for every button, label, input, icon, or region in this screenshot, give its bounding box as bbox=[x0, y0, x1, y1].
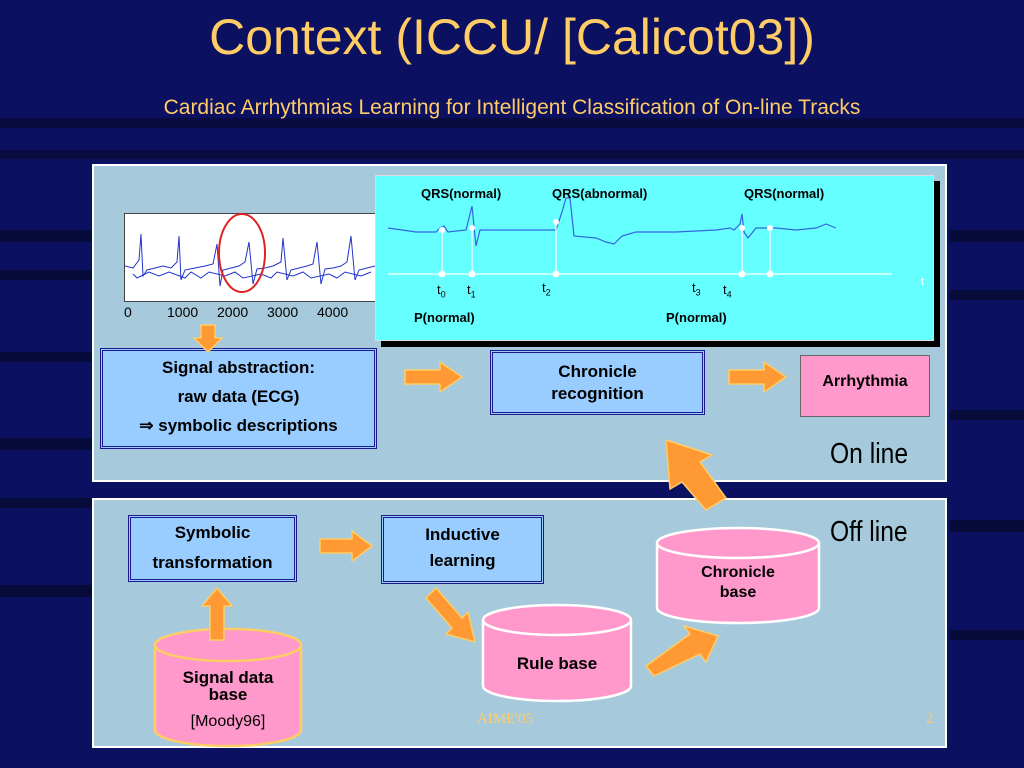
signal-data-base-label: Signal data base bbox=[182, 668, 274, 704]
footer-page-number: 2 bbox=[926, 711, 934, 727]
signal-abstraction-line1: Signal abstraction: bbox=[161, 358, 316, 377]
waveform-lines bbox=[387, 197, 892, 278]
inductive-learning-box: Inductive learning bbox=[381, 515, 544, 584]
symbolic-transformation-line2: transformation bbox=[152, 553, 273, 572]
slide-subtitle: Cardiac Arrhythmias Learning for Intelli… bbox=[163, 96, 861, 119]
arrow-rulebase-to-chroniclebase bbox=[644, 624, 720, 677]
inductive-learning-line1: Inductive bbox=[425, 525, 500, 544]
arrhythmia-label: Arrhythmia bbox=[822, 373, 908, 390]
arrow-chroniclebase-to-recognition bbox=[665, 438, 728, 511]
offline-label: Off line bbox=[830, 516, 908, 548]
arrhythmia-box: Arrhythmia bbox=[800, 355, 930, 417]
online-label: On line bbox=[830, 438, 909, 470]
ecg-tick-3000: 3000 bbox=[267, 304, 299, 320]
abnormal-beat-highlight bbox=[218, 213, 266, 293]
ecg-signal-plot bbox=[124, 213, 376, 302]
time-point-t3: t3 bbox=[692, 280, 701, 298]
time-point-t0: t0 bbox=[437, 282, 446, 300]
symbolic-transformation-line1: Symbolic bbox=[174, 523, 251, 542]
arrow-ecg-to-abstraction bbox=[192, 324, 224, 354]
signal-abstraction-line3: ⇒ symbolic descriptions bbox=[139, 416, 338, 435]
time-point-t2: t2 bbox=[542, 280, 551, 298]
slide-title: Context (ICCU/ [Calicot03]) bbox=[209, 9, 815, 65]
moody96-reference: [Moody96] bbox=[190, 713, 266, 730]
p-normal-label-2: P(normal) bbox=[666, 310, 727, 325]
qrs-normal-label-1: QRS(normal) bbox=[421, 186, 502, 201]
ecg-tick-0: 0 bbox=[124, 304, 132, 320]
arrow-recognition-to-arrhythmia bbox=[728, 360, 788, 394]
inductive-learning-line2: learning bbox=[429, 551, 496, 570]
arrow-symbolic-to-inductive bbox=[319, 529, 374, 563]
ecg-tick-2000: 2000 bbox=[217, 304, 249, 320]
arrow-abstraction-to-recognition bbox=[404, 360, 464, 394]
rule-base-cylinder bbox=[481, 603, 633, 703]
time-point-t1: t1 bbox=[467, 282, 476, 300]
chronicle-base-cylinder bbox=[655, 526, 821, 625]
signal-abstraction-line2: raw data (ECG) bbox=[177, 387, 300, 406]
footer-conference: AIME'05 bbox=[477, 711, 534, 727]
arrow-signaldb-to-symbolic bbox=[200, 586, 234, 641]
ecg-tick-4000: 4000 bbox=[317, 304, 349, 320]
chronicle-recognition-line2: recognition bbox=[551, 384, 644, 403]
ecg-trace bbox=[124, 233, 376, 287]
chronicle-recognition-box: Chronicle recognition bbox=[490, 350, 705, 415]
qrs-abnormal-label: QRS(abnormal) bbox=[552, 186, 648, 201]
chronicle-waveform-diagram: QRS(normal) QRS(abnormal) QRS(normal) t0… bbox=[375, 175, 934, 341]
time-point-t4: t4 bbox=[723, 282, 732, 300]
chronicle-base-label: Chronicle base bbox=[701, 564, 775, 601]
p-normal-label-1: P(normal) bbox=[414, 310, 475, 325]
implies-icon: ⇒ bbox=[139, 416, 154, 435]
qrs-normal-label-2: QRS(normal) bbox=[744, 186, 825, 201]
signal-data-base-cylinder bbox=[153, 627, 303, 748]
arrow-inductive-to-rulebase bbox=[424, 586, 477, 644]
time-axis-label: t bbox=[921, 276, 925, 288]
chronicle-recognition-line1: Chronicle bbox=[558, 362, 637, 381]
symbolic-transformation-box: Symbolic transformation bbox=[128, 515, 297, 582]
ecg-tick-1000: 1000 bbox=[167, 304, 199, 320]
signal-abstraction-box: Signal abstraction: raw data (ECG) ⇒ sym… bbox=[100, 348, 377, 449]
rule-base-label: Rule base bbox=[516, 654, 598, 673]
